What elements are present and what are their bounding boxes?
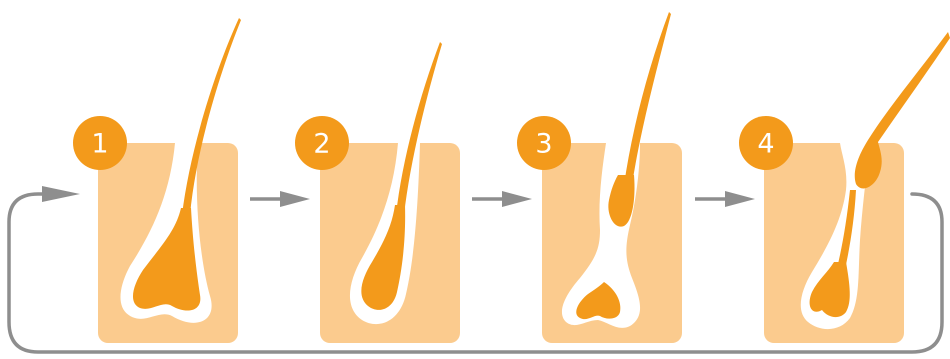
stage-arrow-2-3 (472, 191, 532, 207)
stage-2-follicle: 2 (295, 42, 460, 343)
stage-arrow-3-4 (695, 191, 755, 207)
stage-4-follicle: 4 (739, 32, 950, 343)
cycle-return-arrow-head (42, 186, 80, 202)
step-number: 2 (313, 129, 330, 160)
step-number: 3 (535, 129, 552, 160)
step-number: 1 (91, 129, 108, 160)
stage-arrow-1-2 (250, 191, 310, 207)
stage-3-follicle: 3 (517, 12, 682, 343)
stage-1-follicle: 1 (73, 18, 241, 343)
step-number: 4 (757, 129, 774, 160)
